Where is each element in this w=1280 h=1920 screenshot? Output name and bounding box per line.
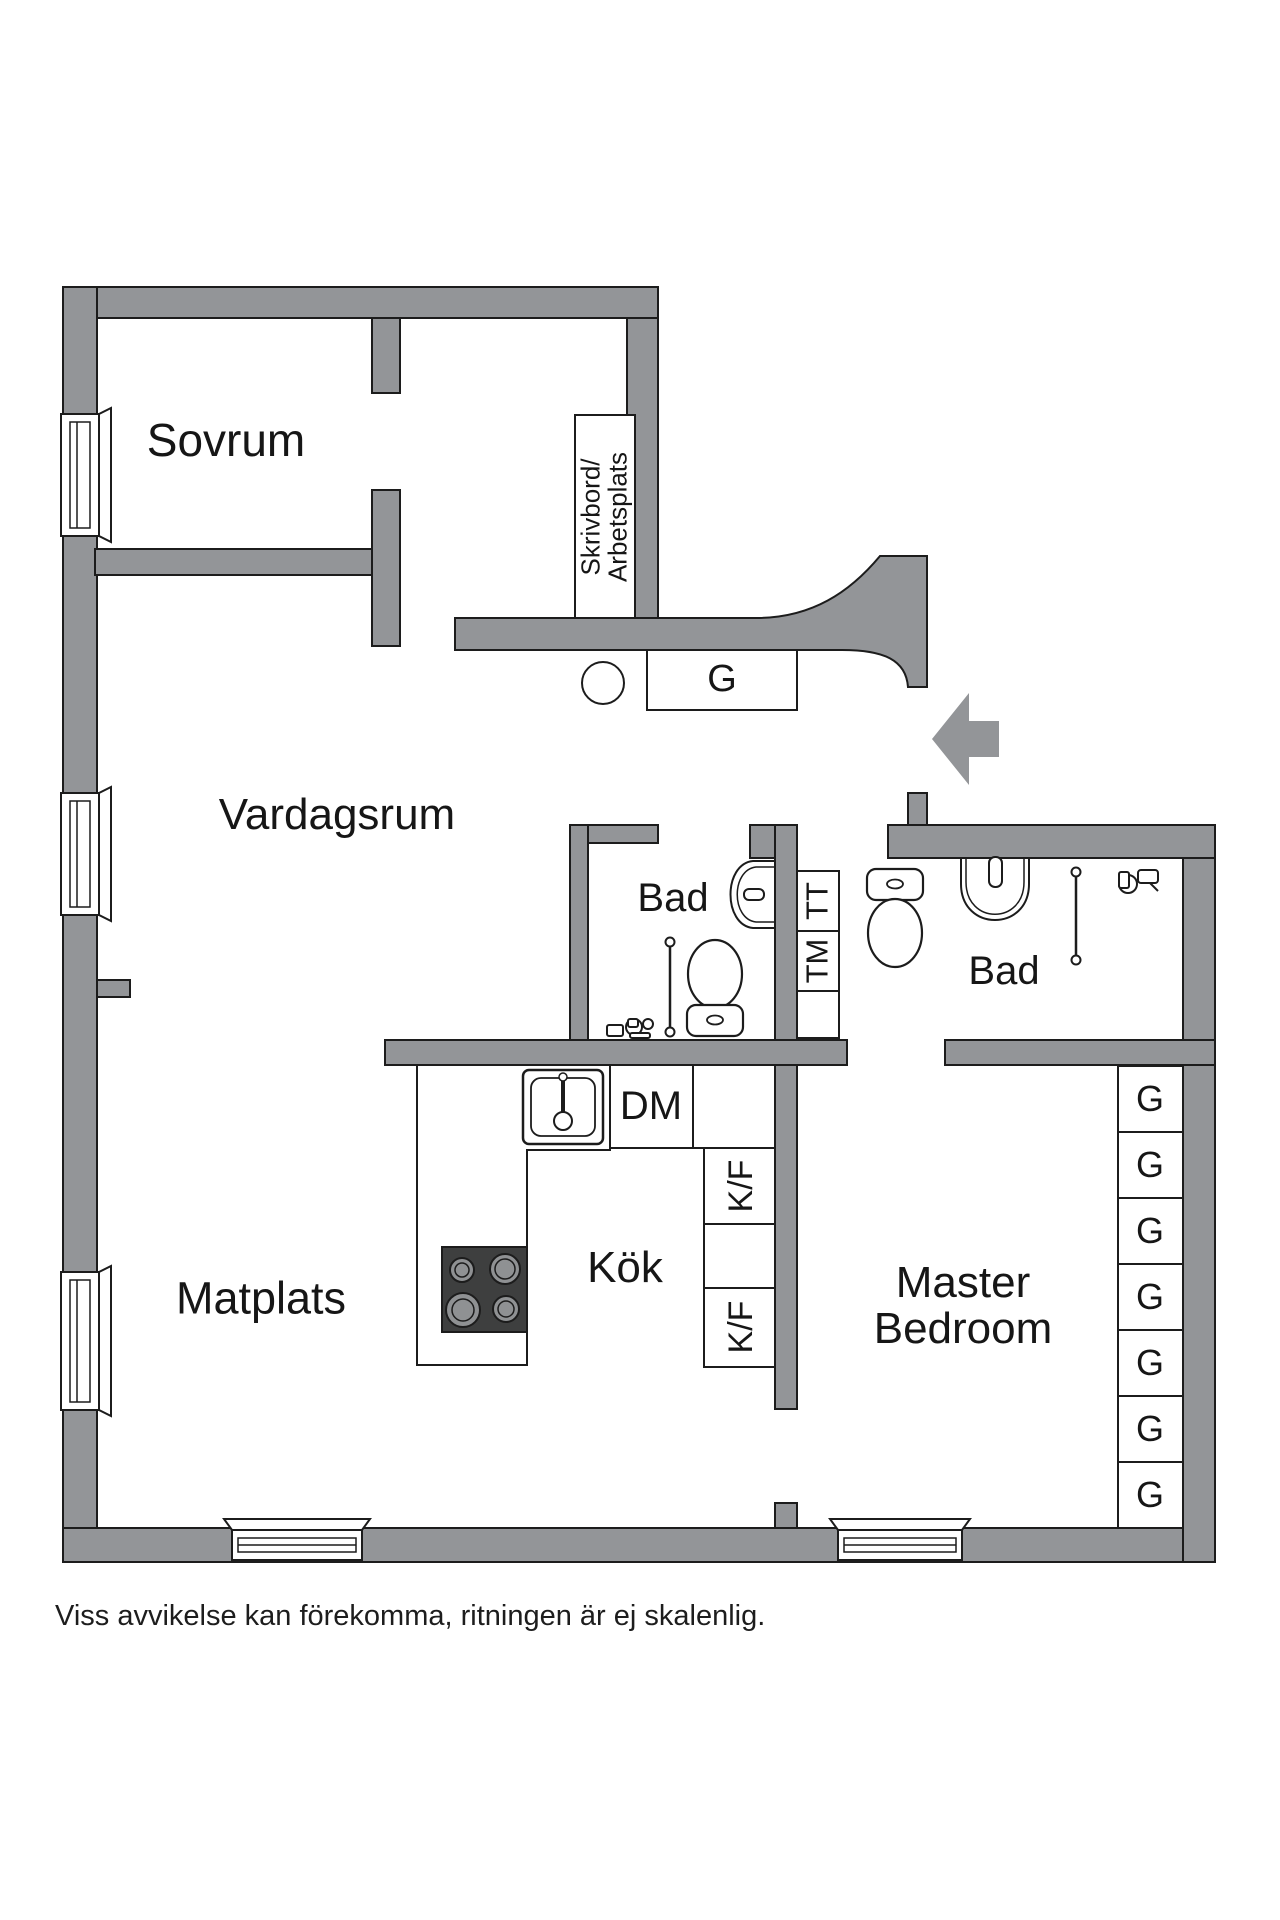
stove-burner-ring xyxy=(497,1300,515,1318)
kitchen-cabinet-box xyxy=(692,1064,776,1149)
wall-kitchen-top xyxy=(384,1039,848,1066)
bad2-toilet-button xyxy=(886,878,904,890)
hall-closet-label: G xyxy=(707,658,737,701)
bad2-sink xyxy=(960,857,1030,921)
window-matplats-left-sill xyxy=(98,1264,112,1418)
wall-sovrum-bottom xyxy=(94,548,401,576)
stove-burner-ring xyxy=(451,1298,475,1322)
wardrobe-label: G xyxy=(1135,1276,1165,1318)
bad1-shower-rail-end xyxy=(664,1026,676,1038)
bad1-floor-drain-fitting xyxy=(606,1018,654,1039)
wardrobe-box xyxy=(1117,1131,1184,1199)
entry-arrow-icon xyxy=(932,693,999,785)
bad2-shower-rail-end xyxy=(1070,954,1082,966)
bad2-shower-rail-end xyxy=(1070,866,1082,878)
wall-kitchen-bedroom xyxy=(774,824,798,1410)
wardrobe-box xyxy=(1117,1197,1184,1265)
wardrobe-label: G xyxy=(1135,1474,1165,1516)
wardrobe-label: G xyxy=(1135,1342,1165,1384)
bad2-toilet-bowl xyxy=(866,897,924,969)
disclaimer-text: Viss avvikelse kan förekomma, ritningen … xyxy=(55,1600,766,1632)
wall-bad2-bottom xyxy=(944,1039,1216,1066)
stove-burner xyxy=(449,1257,475,1283)
window-vardagsrum-frame xyxy=(69,800,91,908)
wall-bedroom-door-stub xyxy=(774,1502,798,1529)
stove-burner xyxy=(445,1292,481,1328)
wardrobe-box xyxy=(1117,1329,1184,1397)
wardrobe-box xyxy=(1117,1065,1184,1133)
stove-burner-ring xyxy=(494,1258,516,1280)
wall-right xyxy=(1182,824,1216,1563)
wall-sovrum-right-lower xyxy=(371,489,401,647)
wardrobe-label: G xyxy=(1135,1408,1165,1450)
bad1-toilet-bowl xyxy=(686,938,744,1010)
room-label-master-line1: Master xyxy=(895,1257,1031,1307)
wardrobe-label: G xyxy=(1135,1210,1165,1252)
fridge-freezer-lower-label: K/F xyxy=(722,1300,761,1354)
desk-label-line2: Arbetsplats xyxy=(603,451,633,583)
window-bedroom-sill xyxy=(828,1518,972,1531)
wardrobe-label: G xyxy=(1135,1078,1165,1120)
washer-label: TM xyxy=(799,938,835,984)
kitchen-cabinet-box xyxy=(703,1223,776,1289)
stove-burner xyxy=(492,1295,520,1323)
desk-label-line1: Skrivbord/ xyxy=(575,458,606,576)
window-matplats-left xyxy=(60,1271,100,1411)
wardrobe-label: G xyxy=(1135,1144,1165,1186)
desk-label: Skrivbord/ Arbetsplats xyxy=(575,451,633,583)
room-label-vardagsrum: Vardagsrum xyxy=(218,789,456,839)
wall-bad1-left xyxy=(569,824,589,1041)
room-label-bad2: Bad xyxy=(968,949,1040,993)
kitchen-sink-drain xyxy=(553,1111,573,1131)
stove-burner-ring xyxy=(454,1262,470,1278)
bad1-sink-faucet xyxy=(743,888,765,901)
fridge-freezer-upper-box xyxy=(703,1147,776,1225)
bad1-sink-basin xyxy=(736,866,775,923)
fridge-freezer-upper-label: K/F xyxy=(722,1159,761,1213)
wall-hall-curved xyxy=(454,555,928,688)
dishwasher-label: DM xyxy=(619,1084,683,1128)
room-label-sovrum: Sovrum xyxy=(146,413,306,466)
room-label-kok: Kök xyxy=(587,1242,663,1292)
window-sovrum-frame xyxy=(69,421,91,529)
bad1-shower-rail-end xyxy=(664,936,676,948)
dryer-box xyxy=(796,870,840,932)
wardrobe-box xyxy=(1117,1461,1184,1529)
wardrobe-box xyxy=(1117,1263,1184,1331)
room-label-master-line2: Bedroom xyxy=(873,1304,1053,1353)
wall-sovrum-right-upper xyxy=(371,317,401,394)
bad1-toilet-button xyxy=(706,1014,724,1026)
wall-matplats-stub xyxy=(96,979,131,998)
bad2-sink-basin xyxy=(965,858,1025,915)
window-sovrum-sill xyxy=(98,406,112,544)
dryer-label: TT xyxy=(799,882,835,920)
hall-stool xyxy=(581,661,625,705)
window-vardagsrum xyxy=(60,792,100,916)
window-matplats-left-frame xyxy=(69,1279,91,1403)
desk-box xyxy=(574,414,636,619)
room-label-bad1: Bad xyxy=(637,876,709,920)
bathroom-cabinet-box xyxy=(796,990,840,1039)
dishwasher-box xyxy=(609,1064,694,1149)
window-matplats-bottom-sill xyxy=(222,1518,372,1531)
window-vardagsrum-sill xyxy=(98,785,112,923)
room-label-master-bedroom: Master Bedroom xyxy=(873,1257,1053,1353)
bad2-corner-fitting xyxy=(1118,869,1159,894)
wall-bad2-top xyxy=(887,824,1216,859)
room-label-matplats: Matplats xyxy=(175,1272,347,1324)
wall-entry-stub xyxy=(907,792,928,826)
bad2-sink-faucet xyxy=(988,856,1003,888)
kitchen-sink-faucet-knob xyxy=(558,1072,568,1082)
hall-closet-box xyxy=(646,649,798,711)
fridge-freezer-lower-box xyxy=(703,1287,776,1368)
window-sovrum xyxy=(60,413,100,537)
wall-top xyxy=(62,286,659,319)
